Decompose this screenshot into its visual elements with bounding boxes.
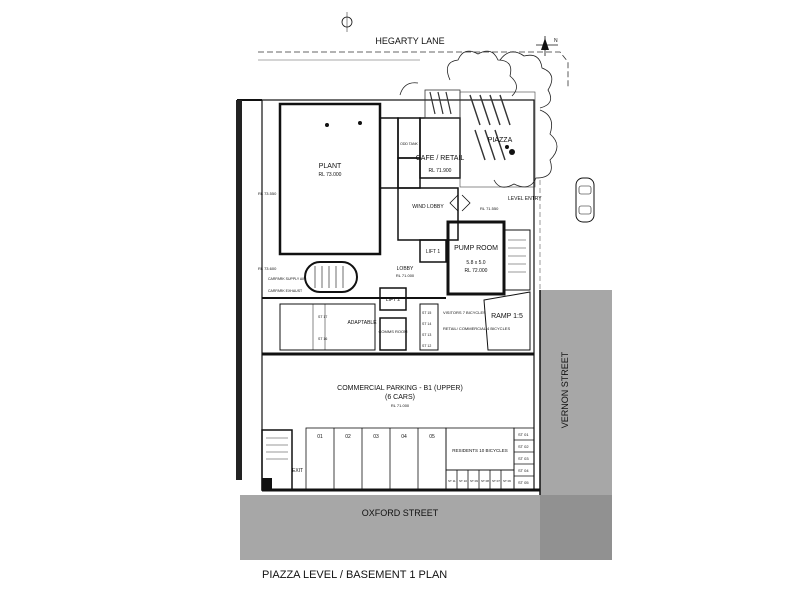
- parking-label: COMMERCIAL PARKING - B1 (UPPER): [337, 385, 463, 392]
- storage-mid-1: ST 15: [422, 311, 431, 315]
- parking-rl: RL 71.000: [391, 403, 410, 408]
- bay-05: 05: [429, 434, 435, 440]
- odd-tank-label: ODD TANK: [400, 142, 418, 146]
- wind-lobby-label: WIND LOBBY: [412, 204, 444, 210]
- exit-block: [262, 478, 272, 490]
- comms-room: [379, 317, 407, 351]
- tree-marker-icon: [509, 149, 515, 155]
- street-east: VERNON STREET: [560, 351, 570, 428]
- rl-left2: RL 73.600: [258, 266, 277, 271]
- tree-marker-icon: [505, 145, 509, 149]
- cafe-label: CAFE / RETAIL: [416, 155, 465, 162]
- street-north: HEGARTY LANE: [375, 36, 444, 46]
- pump-room-label: PUMP ROOM: [454, 245, 498, 252]
- piazza-label: PIAZZA: [488, 137, 513, 144]
- pump-rl: RL 72.000: [465, 268, 488, 274]
- north-arrow-icon: [536, 36, 558, 56]
- service-room: [397, 157, 421, 189]
- storage-right-2: ST 02: [518, 444, 529, 449]
- retail-bikes-label: RETAIL/ COMMERCIAL 4 BICYCLES: [443, 326, 510, 331]
- storage-bottom-1: ST 11: [448, 479, 456, 483]
- storage-right-3: ST 03: [518, 456, 529, 461]
- storage-right-4: ST 04: [518, 468, 529, 473]
- parking-cars: (6 CARS): [385, 394, 415, 401]
- residents-label: RESIDENTS 10 BICYCLES: [452, 448, 508, 453]
- lobby-label: LOBBY: [397, 266, 414, 272]
- spiral-stair: [304, 261, 358, 293]
- storage-right-1: ST 01: [518, 432, 529, 437]
- plant-rl: RL 73.000: [319, 172, 342, 178]
- bay-04: 04: [401, 434, 407, 440]
- north-label: N: [554, 38, 558, 44]
- entry-rl: RL 71.550: [480, 206, 499, 211]
- storage-bottom-3: ST 09: [470, 479, 478, 483]
- storage-mid-4: ST 12: [422, 344, 431, 348]
- storage-mid-column: [419, 303, 439, 351]
- storage-mid-2: ST 14: [422, 322, 431, 326]
- piazza-area: [424, 89, 536, 188]
- adaptable-bay: [279, 303, 376, 351]
- pump-room: [446, 220, 506, 296]
- storage-bottom-6: ST 06: [503, 479, 511, 483]
- lift1-shaft: [419, 239, 447, 263]
- section-marker-icon: [341, 12, 353, 32]
- storage-left-1: ST 17: [318, 315, 327, 319]
- ramp-label: RAMP 1:5: [491, 313, 523, 320]
- rl-left: RL 73.550: [258, 191, 277, 196]
- exit-label: EXIT: [292, 468, 303, 474]
- storage-bottom-4: ST 08: [481, 479, 489, 483]
- storage-mid-3: ST 13: [422, 333, 431, 337]
- riser-room: [379, 117, 399, 189]
- storage-left-cage: [312, 303, 326, 351]
- lift2-label: LIFT 2: [386, 297, 401, 303]
- site-boundary: [258, 51, 569, 88]
- carpark-exhaust-label: CARPARK EXHAUST: [268, 289, 303, 293]
- ramp: [483, 291, 531, 351]
- lift1-label: LIFT 1: [426, 249, 441, 255]
- plan-title: PIAZZA LEVEL / BASEMENT 1 PLAN: [262, 569, 447, 581]
- door-swing-icon: [449, 194, 471, 212]
- storage-left-2: ST 16: [318, 337, 327, 341]
- carpark-supply-label: CARPARK SUPPLY AIR: [268, 277, 306, 281]
- plant-label: PLANT: [319, 163, 342, 170]
- comms-label: COMMS ROOM: [379, 329, 408, 334]
- adaptable-label: ADAPTABLE: [347, 320, 377, 326]
- tree-canopy-icon: [399, 50, 558, 188]
- storage-bottom-2: ST 10: [459, 479, 467, 483]
- bay-01: 01: [317, 434, 323, 440]
- plant-room: [278, 102, 382, 256]
- level-entry-label: LEVEL ENTRY: [508, 196, 542, 202]
- stair-room: [503, 229, 531, 291]
- storage-bottom-5: ST 07: [492, 479, 500, 483]
- retaining-wall-hatch: [240, 290, 612, 560]
- storage-right-5: ST 05: [518, 480, 529, 485]
- lift2-shaft: [379, 287, 407, 311]
- odd-tank-room: [397, 117, 421, 159]
- bay-03: 03: [373, 434, 379, 440]
- car-icon: [575, 177, 595, 223]
- visitors-label: VISITORS 7 BICYCLES: [443, 310, 486, 315]
- bay-02: 02: [345, 434, 351, 440]
- pump-size: 5.8 x 5.0: [466, 260, 485, 266]
- lobby-rl: RL 71.000: [396, 273, 415, 278]
- west-wall: [236, 100, 242, 480]
- cafe-rl: RL 71.900: [429, 168, 452, 174]
- street-south: OXFORD STREET: [362, 508, 439, 518]
